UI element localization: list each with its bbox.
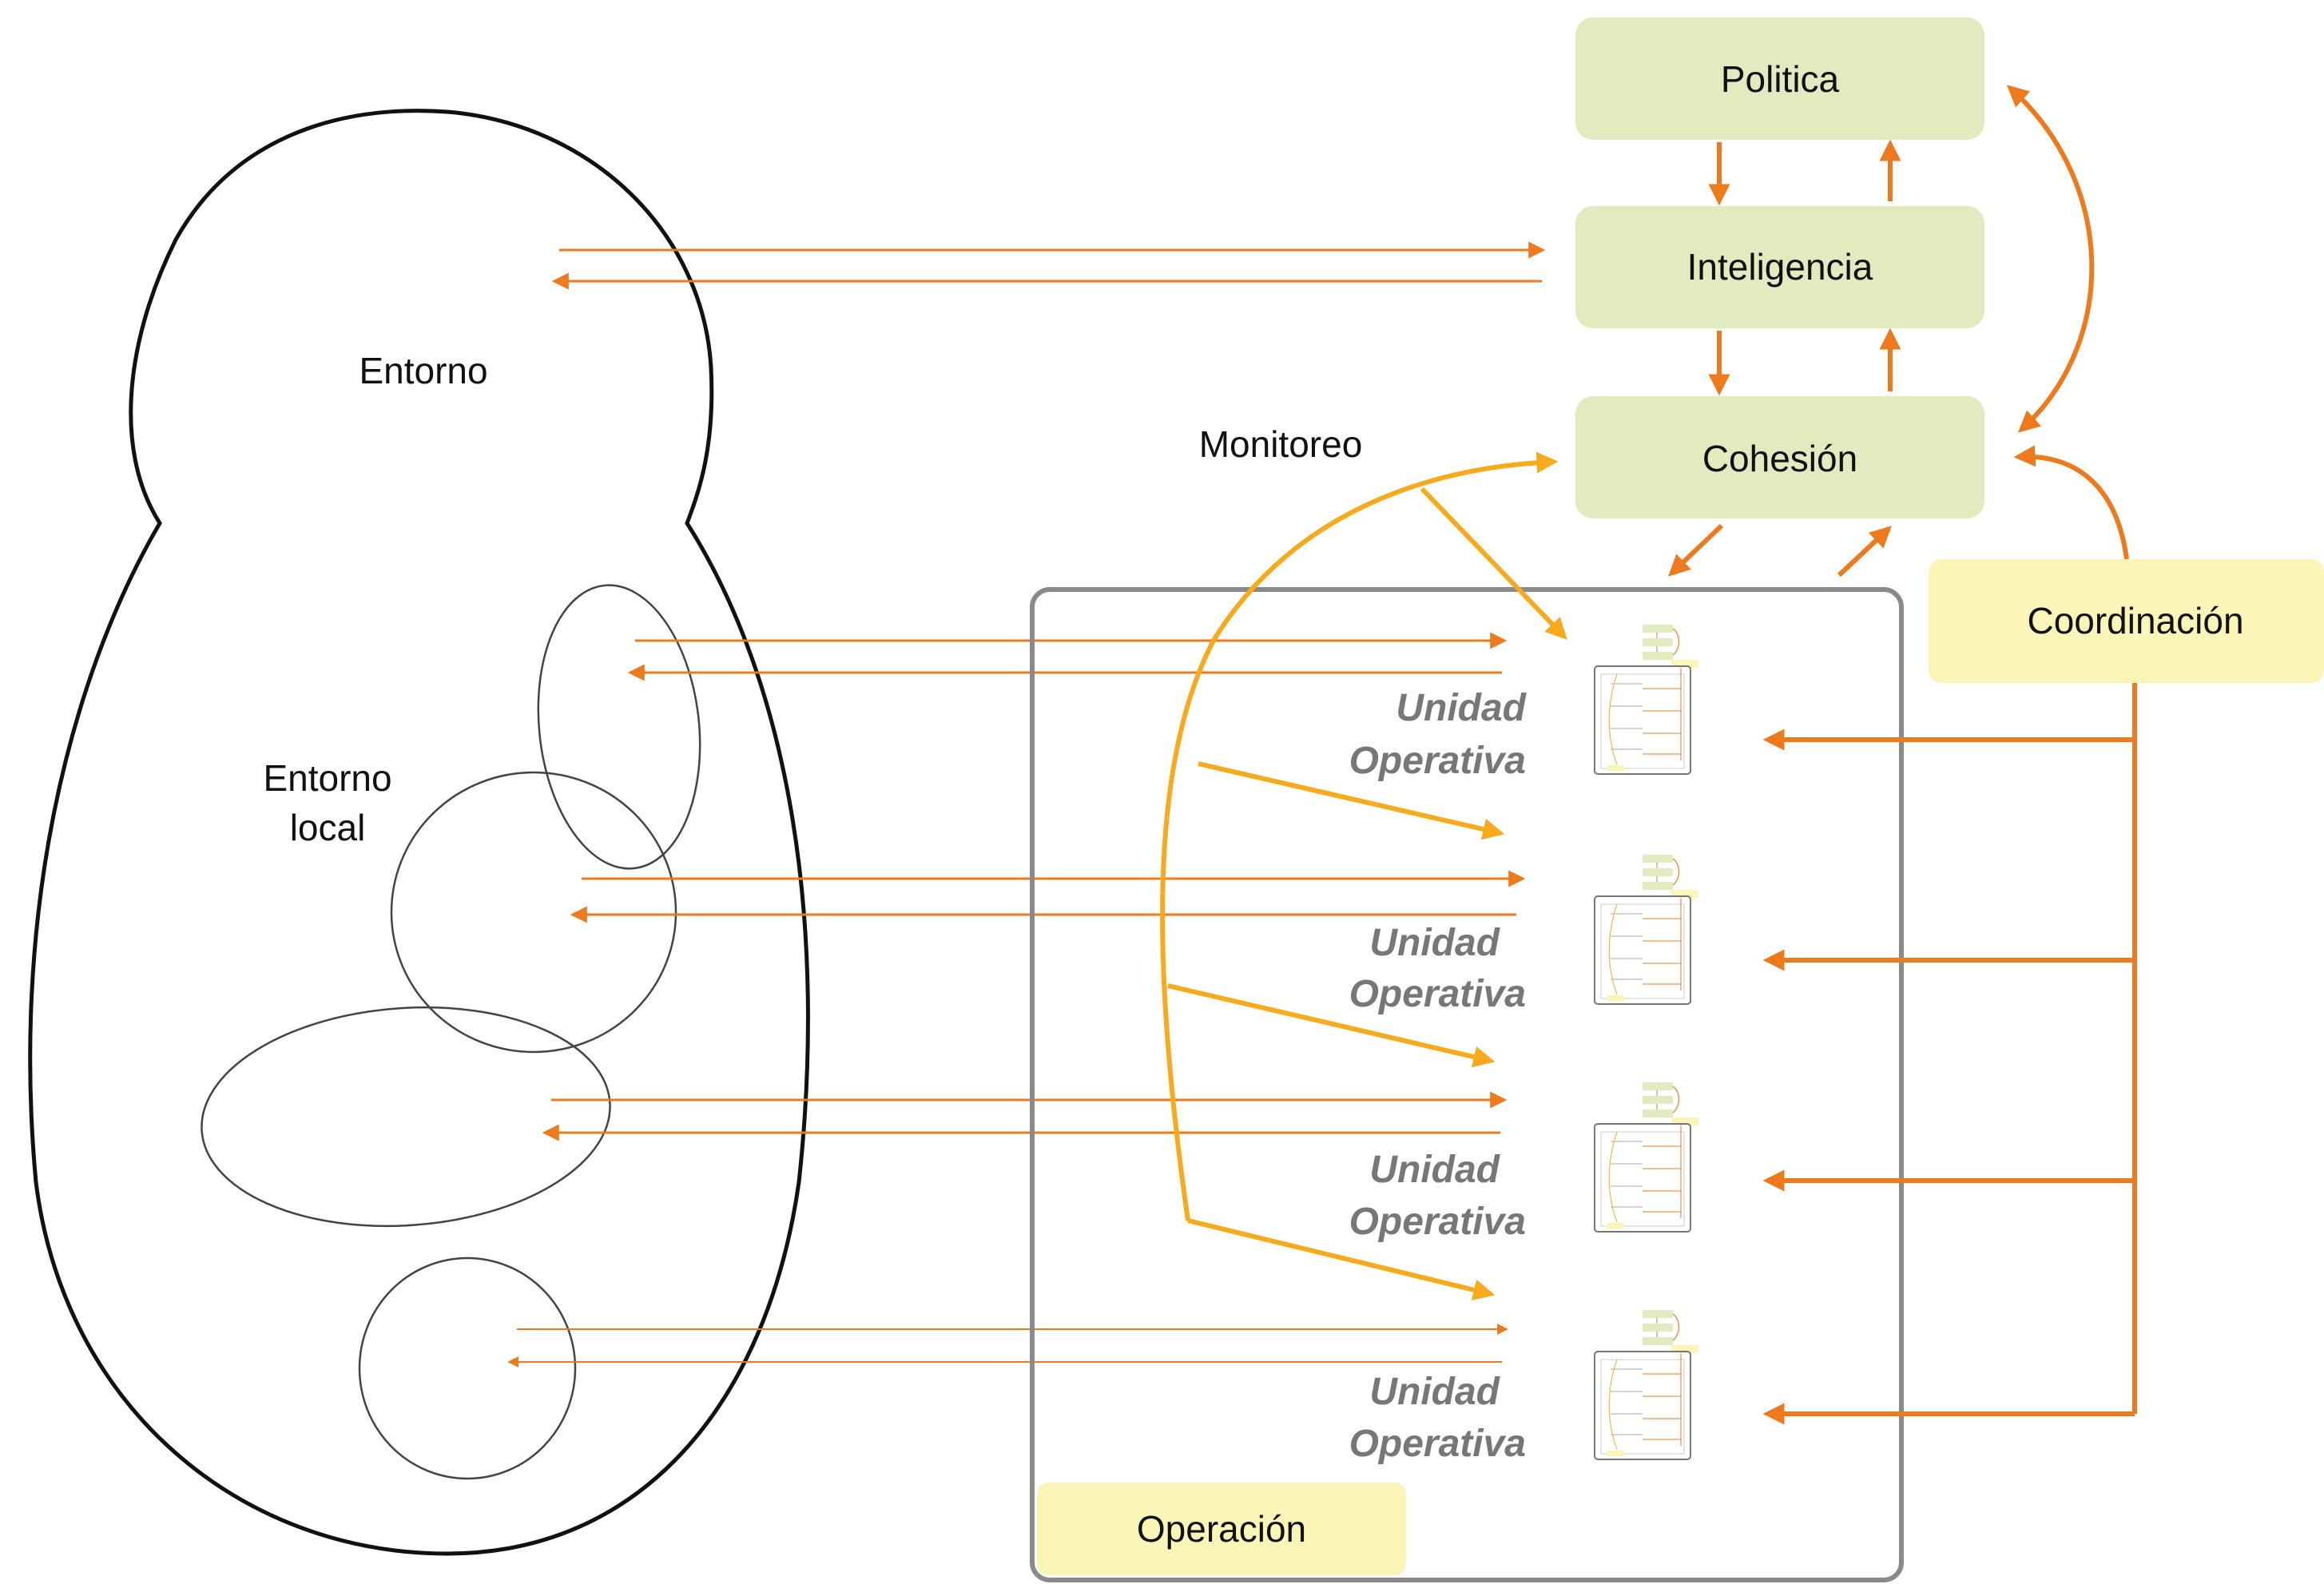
local-environment-3 xyxy=(201,1006,611,1228)
local-environment-1 xyxy=(537,584,701,870)
operation-container xyxy=(1030,587,1904,1582)
cohesion-label: Cohesión xyxy=(1702,438,1857,479)
unit-2-label-line1: Unidad xyxy=(1369,922,1500,964)
monitoring-channel-arrow xyxy=(1160,451,1559,1221)
unit-3-mini-diagram xyxy=(1594,1082,1699,1233)
environment-outline xyxy=(28,109,810,1556)
politica-label: Politica xyxy=(1721,58,1840,100)
cohesion-to-operation-arrow xyxy=(1668,523,1724,577)
unit-3-label-line2: Operativa xyxy=(1349,1201,1526,1243)
inteligencia-label: Inteligencia xyxy=(1687,246,1873,288)
unit-3-label-line1: Unidad xyxy=(1369,1149,1500,1191)
monitoreo-label: Monitoreo xyxy=(1199,423,1363,465)
coordinacion-box[interactable]: Coordinación xyxy=(1929,559,2324,683)
unit-1-mini-diagram xyxy=(1594,624,1699,775)
monitoring-to-unit-2-arrow xyxy=(1198,761,1505,840)
coordination-to-cohesion-arrow xyxy=(2013,445,2129,560)
operacion-label: Operación xyxy=(1137,1508,1306,1550)
politica-cohesion-curve-arrow xyxy=(2006,85,2095,433)
inteligencia-box[interactable]: Inteligencia xyxy=(1575,206,1984,328)
unit-1-label-line2: Operativa xyxy=(1349,740,1526,782)
unit-2-mini-diagram xyxy=(1594,854,1699,1005)
monitoring-to-unit-1-arrow xyxy=(1420,486,1567,640)
unit-4-mini-diagram xyxy=(1594,1309,1699,1460)
unit-2-label-line2: Operativa xyxy=(1349,973,1526,1015)
operacion-box[interactable]: Operación xyxy=(1037,1483,1406,1575)
cohesion-box[interactable]: Cohesión xyxy=(1575,396,1984,518)
entorno-label: Entorno xyxy=(359,350,487,391)
monitoring-to-unit-3-arrow xyxy=(1167,983,1496,1068)
local-environment-4 xyxy=(358,1256,577,1480)
unit-4-label-line2: Operativa xyxy=(1349,1423,1526,1465)
local-environment-2 xyxy=(390,771,677,1054)
unit-4-label-line1: Unidad xyxy=(1369,1371,1500,1413)
coordinacion-label: Coordinación xyxy=(2027,600,2243,641)
entorno-local-label-line1: Entorno xyxy=(263,757,391,799)
unit-1-label-line1: Unidad xyxy=(1396,687,1527,729)
politica-box[interactable]: Politica xyxy=(1575,18,1984,140)
operation-to-cohesion-arrow xyxy=(1837,526,1892,578)
entorno-local-label-line2: local xyxy=(290,807,366,848)
monitoring-to-unit-4-arrow xyxy=(1187,1218,1496,1301)
